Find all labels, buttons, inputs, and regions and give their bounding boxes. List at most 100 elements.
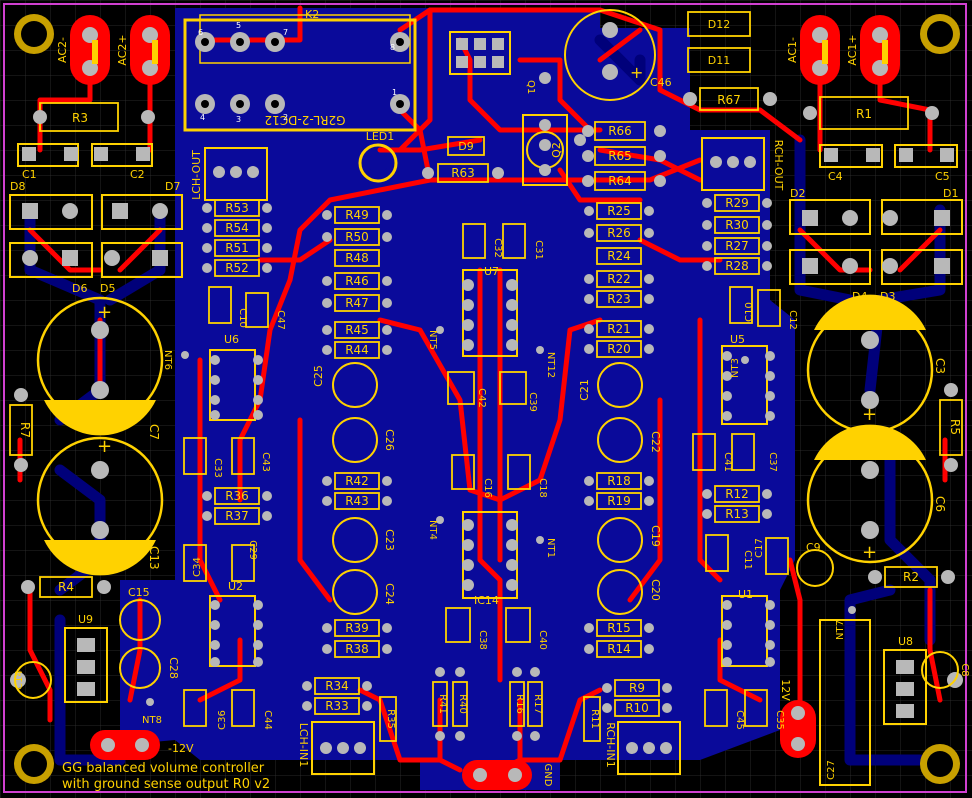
- label-d2: D2: [790, 187, 805, 200]
- label-u9: U9: [78, 613, 93, 626]
- label-u1: U1: [738, 588, 753, 601]
- label-gnd: GND: [542, 764, 553, 787]
- label-r1: R1: [856, 107, 872, 121]
- ac-connectors: [70, 15, 900, 85]
- label-d5: D5: [100, 282, 115, 295]
- label-c11: C11: [742, 550, 753, 570]
- label-d9: D9: [458, 140, 473, 153]
- label-c13: C13: [147, 546, 161, 570]
- label-c16: C16: [482, 478, 493, 498]
- label-d4: D4: [852, 290, 867, 303]
- label-c27: C27: [826, 760, 837, 780]
- label-r30: R30: [725, 218, 749, 232]
- label-lch-in1: LCH-IN1: [297, 723, 310, 768]
- power-pads: [10, 672, 963, 782]
- label-r65: R65: [608, 149, 632, 163]
- electrolytic-capacitors: [36, 9, 934, 576]
- label-nt3: NT3: [730, 358, 741, 378]
- label-c10-left: C10: [237, 308, 248, 328]
- relay-pin-7: 7: [283, 28, 288, 37]
- label-r14: R14: [607, 642, 631, 656]
- label-r37: R37: [225, 509, 249, 523]
- label-c17: C17: [754, 538, 765, 558]
- plus-c3: +: [862, 404, 877, 425]
- label-ac2-plus: AC2+: [116, 34, 129, 65]
- plus-c46: +: [630, 63, 643, 82]
- side-cap-footprints: [14, 651, 959, 699]
- label-c12: C12: [787, 310, 798, 330]
- label-nt1: NT1: [545, 538, 556, 558]
- label-u5: U5: [730, 333, 745, 346]
- label-r67: R67: [717, 93, 741, 107]
- board-outline: [3, 3, 967, 793]
- label-d11: D11: [708, 54, 730, 67]
- label-nt12: NT12: [545, 352, 556, 378]
- relay-pin-3: 3: [236, 115, 241, 124]
- label-d1: D1: [943, 187, 958, 200]
- label-r48: R48: [345, 251, 369, 265]
- label-r15: R15: [607, 621, 631, 635]
- label-r3: R3: [72, 111, 88, 125]
- ic-footprints: [64, 114, 927, 786]
- label-r28: R28: [725, 259, 749, 273]
- label-r64: R64: [608, 174, 632, 188]
- label-c29: C29: [247, 540, 258, 560]
- label-c46: C46: [650, 76, 672, 89]
- label-ac1-plus: AC1+: [846, 34, 859, 65]
- label-d3: D3: [880, 290, 895, 303]
- label-q1: Q1: [525, 80, 536, 94]
- label-d12: D12: [708, 18, 730, 31]
- label-r24: R24: [607, 249, 631, 263]
- label-r4: R4: [58, 580, 74, 594]
- label-r19: R19: [607, 494, 631, 508]
- label-c47: C47: [275, 310, 286, 330]
- label-r44: R44: [345, 343, 369, 357]
- label-c20: C20: [649, 579, 662, 601]
- label-c26: C26: [383, 429, 396, 451]
- label-r2: R2: [903, 570, 919, 584]
- label-c4: C4: [828, 170, 843, 183]
- label-c18: C18: [537, 478, 548, 498]
- plus-c7: +: [97, 302, 112, 323]
- label-r40: R40: [457, 694, 468, 714]
- relay-pin-2: 2: [283, 113, 288, 122]
- relay-part-label: G2RL-2-DC12: [265, 113, 346, 127]
- label-r20: R20: [607, 342, 631, 356]
- labels: GG balanced volume controller with groun…: [10, 8, 970, 792]
- label-r17: R17: [532, 694, 543, 714]
- label-r41: R41: [437, 694, 448, 714]
- label-ac1-minus: AC1-: [786, 37, 799, 63]
- label-q2: Q2: [550, 142, 563, 158]
- label-r29: R29: [725, 196, 749, 210]
- label-rch-in1: RCH-IN1: [604, 722, 617, 768]
- label-r54: R54: [225, 221, 249, 235]
- label-r27: R27: [725, 239, 749, 253]
- label-c42: C42: [476, 388, 487, 408]
- label-c43: C43: [260, 452, 271, 472]
- label-r18: R18: [607, 474, 631, 488]
- label-c3: C3: [933, 358, 947, 374]
- board-title-line1: GG balanced volume controller: [62, 761, 265, 776]
- label-c19: C19: [649, 525, 662, 547]
- label-r47: R47: [345, 296, 369, 310]
- label-c39: C39: [527, 392, 538, 412]
- label-c36: C36: [217, 710, 228, 730]
- label-c22: C22: [649, 431, 662, 453]
- label-c23: C23: [383, 529, 396, 551]
- relay-ref-label: K2: [305, 8, 319, 21]
- resistor-footprints: [9, 11, 963, 742]
- label-c35: C35: [774, 710, 785, 730]
- label-r25: R25: [607, 204, 631, 218]
- plus-c6: +: [862, 542, 877, 563]
- label-u6: U6: [224, 333, 239, 346]
- label-r42: R42: [345, 474, 369, 488]
- label-c7: C7: [147, 424, 161, 440]
- label-r16: R16: [514, 694, 525, 714]
- label-r63: R63: [451, 166, 475, 180]
- label-ic14: IC14: [474, 594, 499, 607]
- label-c32: C32: [492, 238, 503, 258]
- relay-pin-6: 6: [198, 28, 203, 37]
- label-c31: C31: [533, 240, 544, 260]
- label-c24: C24: [383, 583, 396, 605]
